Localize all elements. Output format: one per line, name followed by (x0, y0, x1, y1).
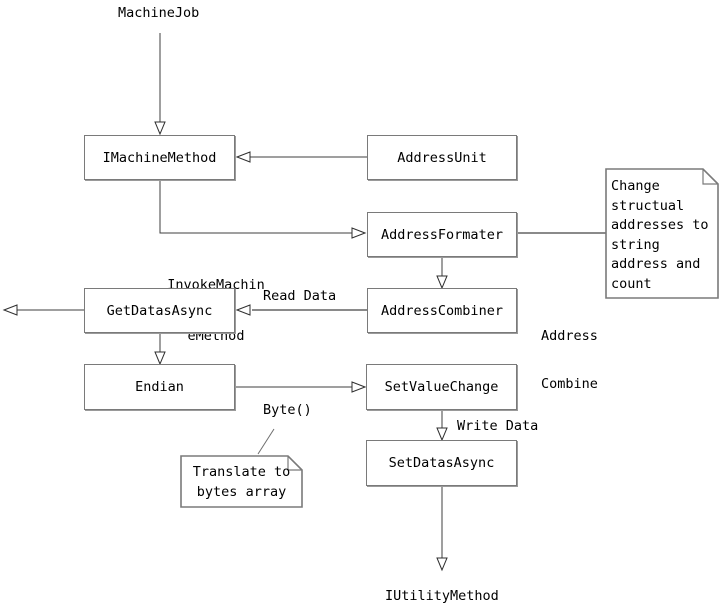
edge-addressformater-to-addresscombiner (436, 257, 448, 290)
label-read-data: Read Data (263, 288, 337, 304)
edge-imachinemethod-to-addressformater (159, 180, 367, 239)
edge-setdatasasync-to-iutilitymethod (436, 486, 448, 572)
label-write-data: Write Data (457, 418, 539, 434)
note-line: count (611, 275, 652, 292)
node-addresscombiner: AddressCombiner (367, 288, 517, 333)
note-line: Change (611, 178, 660, 194)
note-line: bytes array (196, 484, 287, 500)
arrowhead-left-icon (2, 304, 18, 316)
label-byte-call: Byte() (263, 402, 312, 418)
label-iutilitymethod: IUtilityMethod (385, 588, 499, 604)
label-address-combine-line1: Address (541, 328, 598, 344)
arrowhead-down-icon (436, 427, 448, 442)
node-setvaluechange: SetValueChange (366, 364, 517, 410)
arrowhead-down-icon (154, 351, 166, 366)
note-line: addresses to (611, 217, 709, 233)
note-shape-icon (605, 168, 719, 299)
arrowhead-down-icon (154, 121, 166, 136)
edge-addressunit-to-imachinemethod (235, 151, 367, 163)
arrowhead-down-icon (436, 275, 448, 290)
edge-setvaluechange-to-setdatasasync (436, 410, 448, 442)
label-address-combine-line2: Combine (541, 376, 598, 392)
note-line: Translate to (192, 464, 291, 480)
arrowhead-right-icon (351, 381, 367, 393)
note-shape-icon (180, 455, 303, 508)
label-address-combine: Address Combine (541, 296, 598, 424)
edge-translate-note-connector (257, 428, 275, 455)
note-line: structual (611, 197, 685, 214)
node-getdatasasync: GetDatasAsync (84, 288, 235, 333)
edge-endian-to-setvaluechange (235, 381, 367, 393)
arrowhead-down-icon (436, 557, 448, 572)
note-line: address and (611, 256, 701, 272)
node-addressunit: AddressUnit (367, 135, 517, 180)
arrowhead-right-icon (351, 227, 367, 239)
node-endian: Endian (84, 364, 235, 410)
node-imachinemethod: IMachineMethod (84, 135, 235, 180)
arrowhead-left-icon (235, 304, 251, 316)
note-translate-bytes: Translate to bytes array (180, 455, 303, 508)
node-setdatasasync: SetDatasAsync (366, 440, 517, 486)
edge-machinejob-to-imachinemethod (154, 33, 166, 136)
edge-getdatasasync-to-left (2, 304, 84, 316)
note-change-addresses: Change structual addresses to string add… (605, 168, 719, 299)
edge-getdatasasync-to-endian (154, 333, 166, 366)
label-machinejob: MachineJob (118, 5, 200, 21)
note-line: string (611, 236, 660, 253)
edge-addresscombiner-to-getdatasasync-arrowhead (235, 304, 251, 316)
node-addressformater: AddressFormater (367, 212, 517, 257)
arrowhead-left-icon (235, 151, 251, 163)
